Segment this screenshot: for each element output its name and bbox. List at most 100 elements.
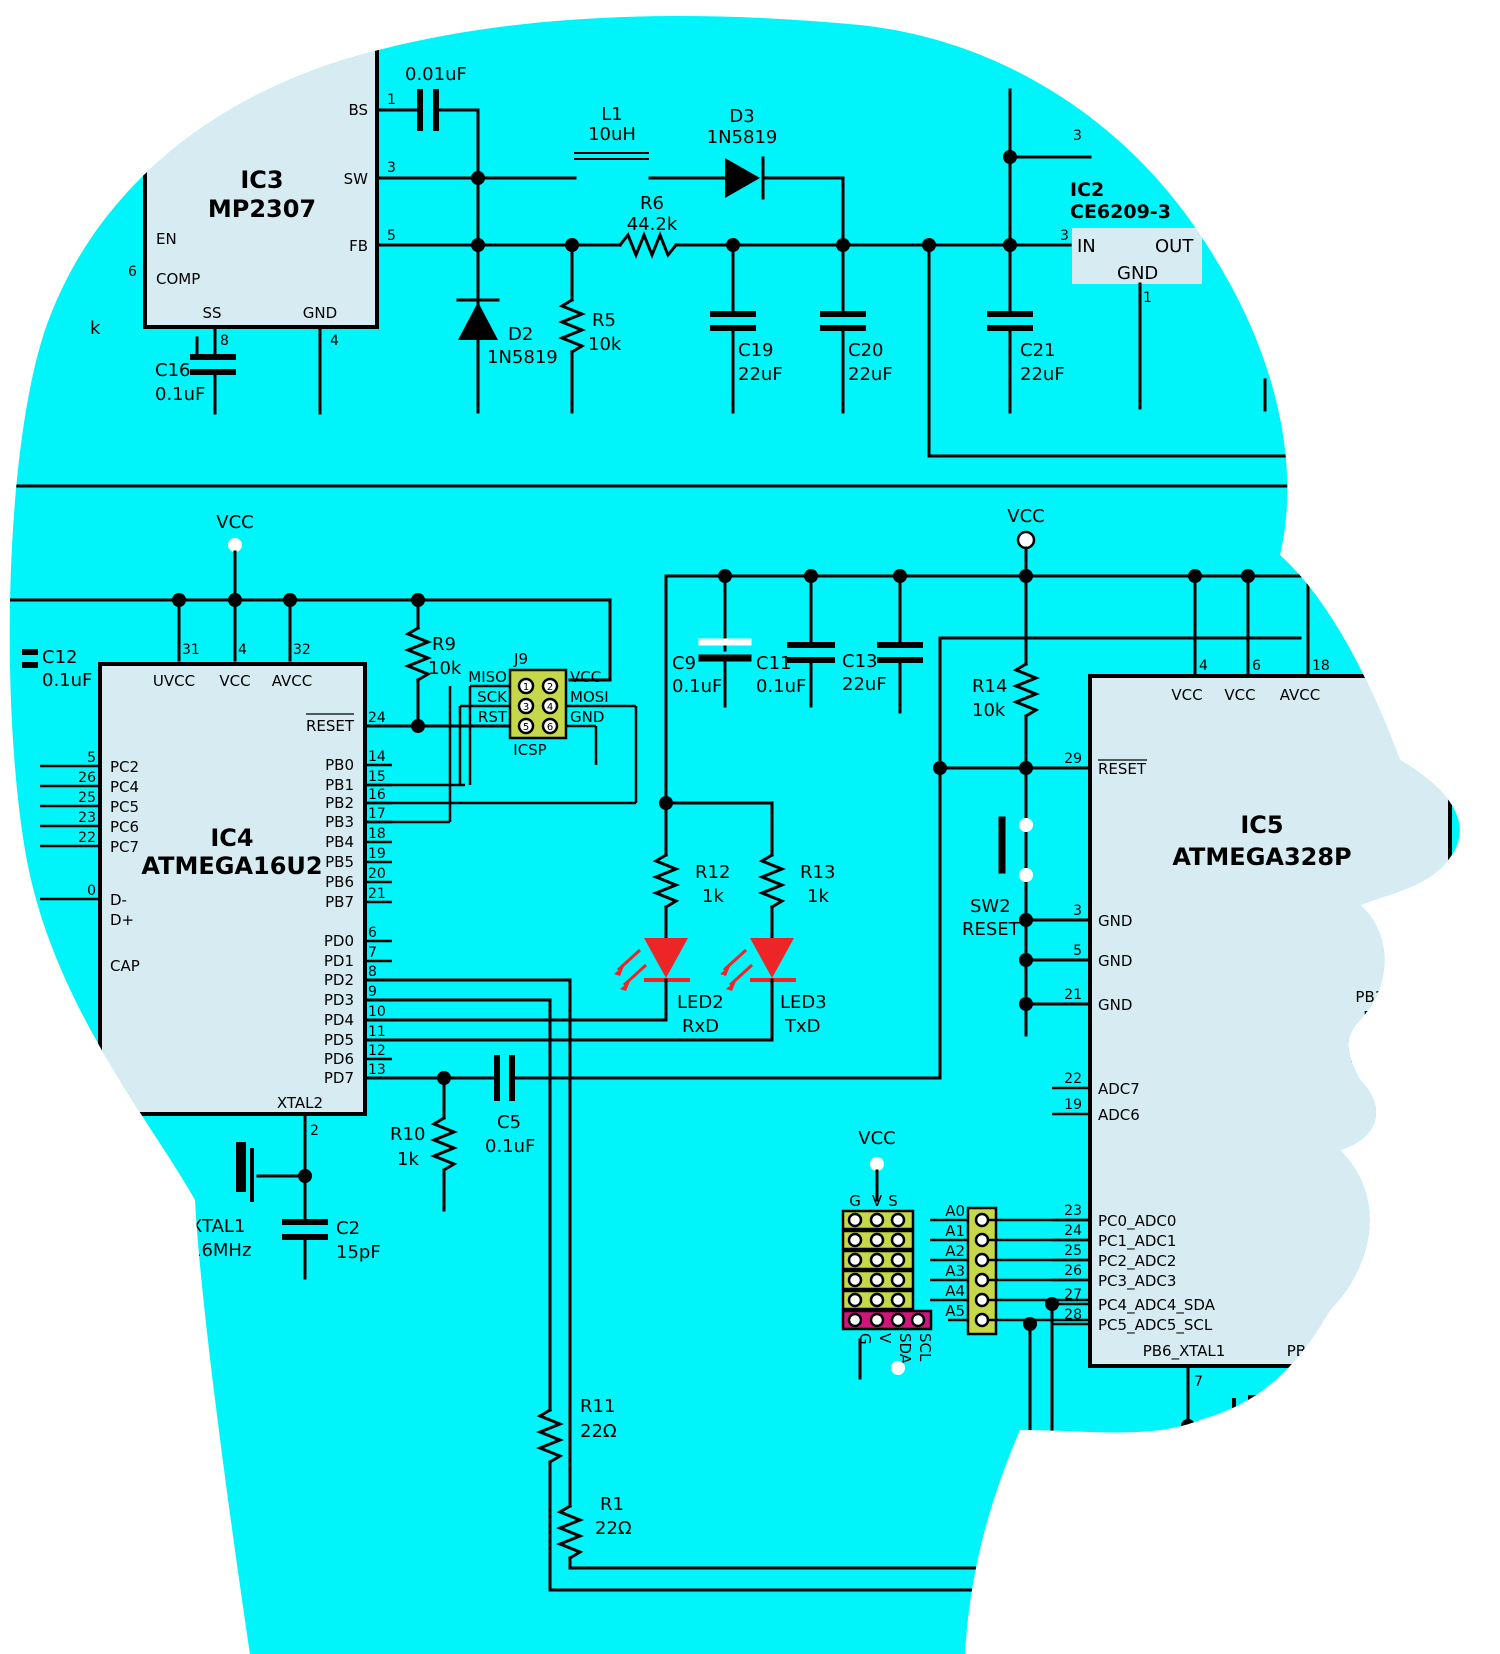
header-pin	[890, 1272, 906, 1288]
ic5-left-pin-label: ADC7	[1098, 1080, 1140, 1098]
r13-value: 1k	[807, 886, 829, 907]
header-pin	[847, 1312, 863, 1328]
c2-value: 15pF	[336, 1242, 381, 1263]
ic4-xtal2-num: 2	[310, 1123, 319, 1139]
j9-pin-num: 1	[523, 682, 529, 693]
ic5-right-pin-label: PB3_MOSI_	[1355, 988, 1438, 1007]
ic5-bottom-pin-num: 8	[1338, 1374, 1347, 1390]
ic4-left-pin-num: 25	[78, 790, 96, 806]
ic4-left-pin-label: D+	[110, 911, 134, 929]
ic5-left-pin-num: 19	[1064, 1097, 1082, 1113]
ic4-right-pin-label: PB1	[325, 776, 354, 794]
ic4-right-pin-num: 6	[368, 925, 377, 941]
r11-value: 22Ω	[580, 1421, 617, 1442]
ic5-right-pin-label: PB	[1419, 1166, 1438, 1184]
header-top-label: V	[872, 1192, 883, 1210]
header-pin	[847, 1292, 863, 1308]
ic4-right-pin-label: PB3	[325, 813, 354, 831]
ic5-right-pin-label: PD	[1417, 1288, 1438, 1306]
led2-symbol	[644, 938, 688, 978]
ic3-part: MP2307	[208, 195, 316, 223]
ic2-pin-in: IN	[1077, 236, 1096, 257]
ic5-right-pin-label: PD	[1417, 1266, 1438, 1284]
ic4-left-pin-num: 23	[78, 810, 96, 826]
c13-name: C13	[842, 651, 877, 672]
r5-name: R5	[592, 310, 616, 331]
ic4-right-pin-label: PB6	[325, 873, 354, 891]
a-header-pin	[974, 1272, 990, 1288]
ic5-left-pin-num: 5	[1073, 943, 1082, 959]
c-bs-value: 0.01uF	[405, 64, 467, 85]
ic4-right-pin-num: 18	[368, 826, 386, 842]
j9-left-2: RST	[478, 708, 508, 726]
ic5-right-pin-label: PB4	[1409, 968, 1438, 986]
header-pin	[847, 1252, 863, 1268]
ic4-right-pin-num: 8	[368, 964, 377, 980]
ic5-left-pin-num: 26	[1064, 1263, 1082, 1279]
ic4-top-pin-label: VCC	[219, 672, 250, 690]
ic5-top-pin-num: 6	[1252, 658, 1261, 674]
ic4-right-pin-label: PB0	[325, 756, 354, 774]
ic5-left-pin-label: GND	[1098, 912, 1132, 930]
ic5-right-pin-label: PD	[1417, 1310, 1438, 1328]
xtal1-value: 16MHz	[190, 1240, 251, 1261]
r1-value: 22Ω	[595, 1518, 632, 1539]
ic4-left-pin-num: 5	[87, 750, 96, 766]
j9-name: J9	[513, 650, 528, 668]
ic4-top-pin-num: 4	[238, 642, 247, 658]
r10-value: 1k	[397, 1149, 419, 1170]
r13-name: R13	[800, 862, 835, 883]
ic4-right-pin-label: PD4	[324, 1011, 354, 1029]
d2-diode	[458, 302, 498, 340]
ic4-top-pin-num: 31	[182, 642, 200, 658]
j9-left-1: SCK	[477, 688, 508, 706]
ic3-pin-fb: FB	[349, 237, 368, 255]
ic4-part: ATMEGA16U2	[141, 852, 322, 880]
sw2-value: RESET	[962, 919, 1021, 940]
ic3-pin-en: EN	[156, 230, 177, 248]
c9-name: C9	[672, 653, 696, 674]
c13-value: 22uF	[842, 674, 887, 695]
ic2-part: CE6209-3	[1070, 201, 1171, 223]
ic5-left-pin-label: PC5_ADC5_SCL	[1098, 1316, 1213, 1335]
c21-name: C21	[1020, 340, 1055, 361]
ic4-xtal2: XTAL2	[277, 1094, 323, 1112]
c12-value: 0.1uF	[42, 670, 92, 691]
ic4-right-pin-label: PB5	[325, 853, 354, 871]
ic5-left-pin-label: GND	[1098, 952, 1132, 970]
a-header-pin	[974, 1292, 990, 1308]
ic4-left-pin-label: PC4	[110, 778, 139, 796]
vcc-label-ic5: VCC	[1007, 506, 1044, 527]
ic4-right-pin-label: PD6	[324, 1050, 354, 1068]
c16-name: C16	[155, 360, 190, 381]
j9-right-0: VCC	[570, 668, 601, 686]
header-pin	[869, 1292, 885, 1308]
ic3-num-ss: 8	[220, 333, 229, 349]
ic4-left-pin-label: D-	[110, 891, 127, 909]
ic5-left-pin-label: RESET	[1098, 760, 1147, 778]
ic2-body	[1072, 228, 1202, 284]
ic4-right-pin-label: PD3	[324, 991, 354, 1009]
ic5-left-pin-label: PC3_ADC3	[1098, 1272, 1176, 1291]
ic3-num-fb: 5	[387, 228, 396, 244]
ic4-left-pin-num: 0	[87, 883, 96, 899]
header-rows	[841, 1209, 982, 1331]
header-pin	[890, 1252, 906, 1268]
ic4-right-pin-num: 16	[368, 787, 386, 803]
j9-pin	[541, 697, 559, 715]
r12-value: 1k	[702, 886, 724, 907]
header-pin	[847, 1232, 863, 1248]
header-row	[841, 1309, 933, 1331]
ic4-left-pin-label: CAP	[110, 957, 140, 975]
ic4-top-pin-label: UVCC	[153, 672, 195, 690]
d3-value: 1N5819	[707, 127, 778, 148]
ic3-pin-sw: SW	[344, 170, 369, 188]
ic4-right-pin-label: PB4	[325, 833, 354, 851]
c21-value: 22uF	[1020, 364, 1065, 385]
ic5-right-pin-label: PD6_O	[1389, 1186, 1438, 1205]
ic4-left-pin-label: PC5	[110, 798, 139, 816]
ic3-pin-gnd: GND	[303, 304, 337, 322]
ic5-left-pin-num: 24	[1064, 1223, 1082, 1239]
header-pin	[890, 1212, 906, 1228]
header-pin	[869, 1312, 885, 1328]
